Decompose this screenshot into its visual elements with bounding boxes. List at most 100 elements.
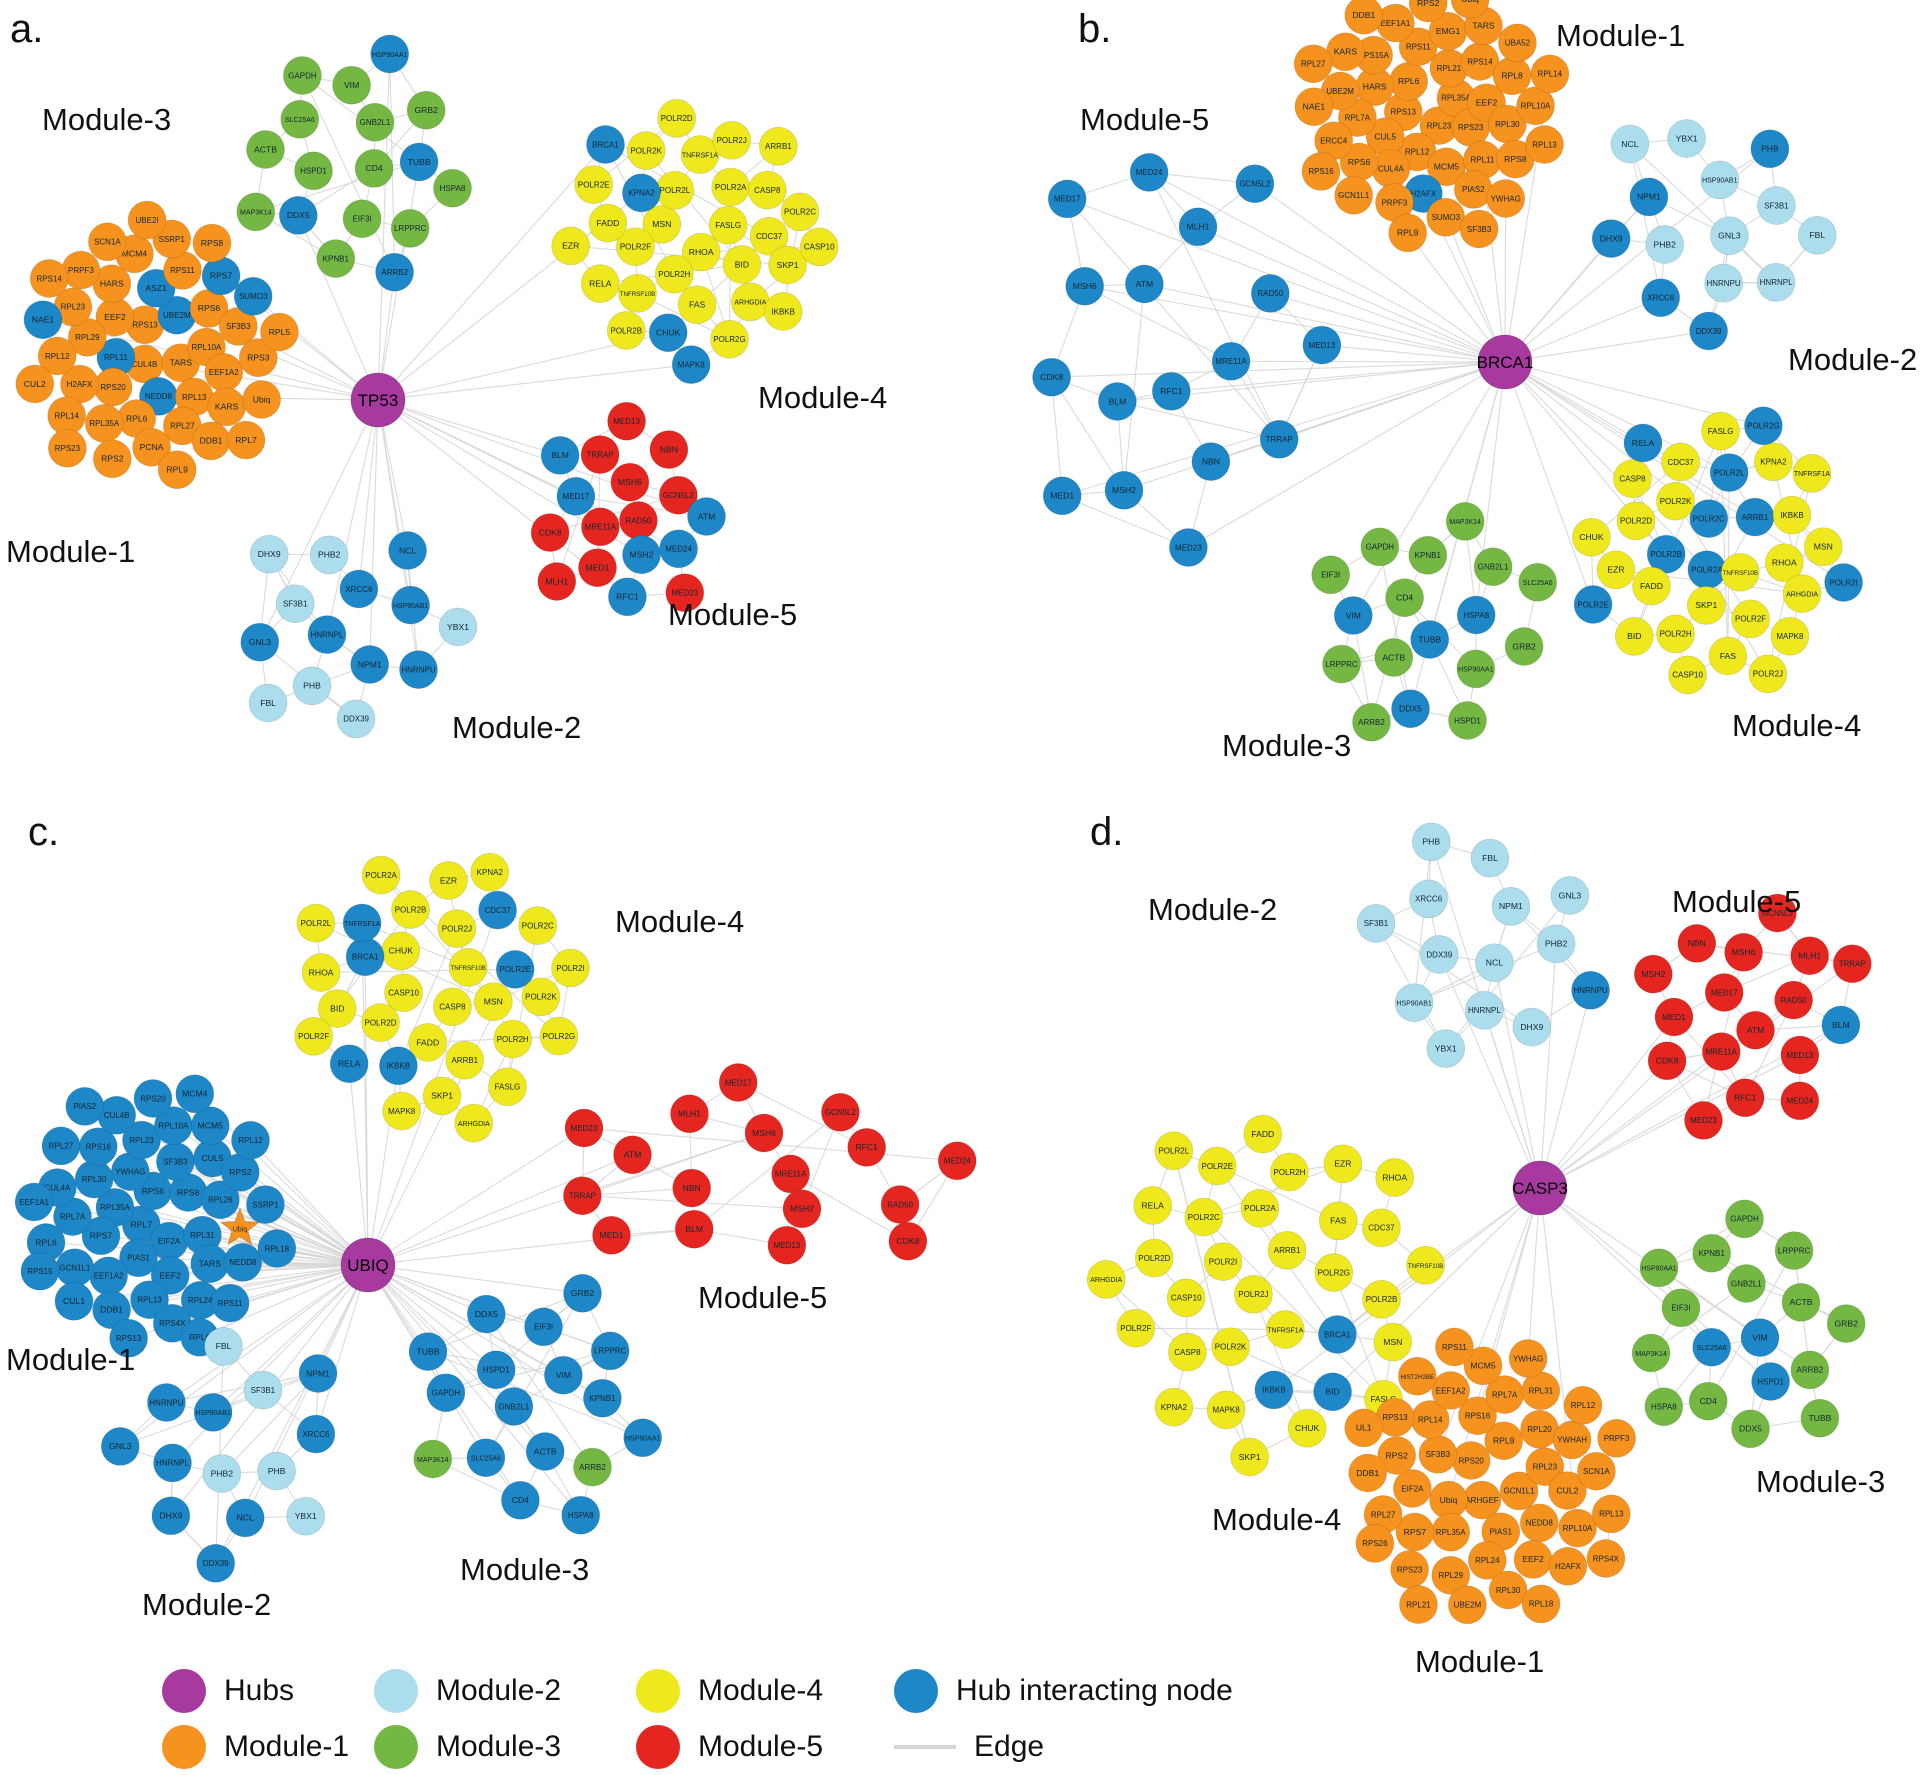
node-POLR2E bbox=[1197, 1146, 1237, 1186]
node-label: MED23 bbox=[571, 1124, 598, 1133]
node-BLM bbox=[674, 1209, 714, 1249]
node-label: MAPK8 bbox=[1213, 1406, 1241, 1415]
module-label-b-module-3: Module-3 bbox=[1222, 728, 1351, 763]
node-POLR2E bbox=[574, 165, 614, 204]
node-label: MED13 bbox=[1309, 341, 1336, 350]
edge bbox=[367, 1264, 582, 1516]
node-label: PHB bbox=[268, 1466, 286, 1476]
edge bbox=[1504, 330, 1709, 363]
edge bbox=[1629, 143, 1662, 298]
node-HSP90AB1 bbox=[391, 585, 430, 625]
module-label-d-module-4: Module-4 bbox=[1212, 1502, 1341, 1537]
node-BID bbox=[317, 989, 357, 1028]
node-label: POLR2E bbox=[1577, 600, 1609, 609]
node-POLR2H bbox=[1270, 1152, 1309, 1192]
node-label: RPL24 bbox=[1475, 1556, 1500, 1565]
node-label: RPS11 bbox=[1442, 1343, 1467, 1352]
node-YBX1 bbox=[438, 607, 478, 647]
node-POLR2C bbox=[780, 192, 820, 232]
node-label: GNB2L1 bbox=[360, 118, 391, 127]
node-RPL10A bbox=[1516, 86, 1555, 126]
node-label: TNFRSF10B bbox=[450, 965, 485, 972]
node-label: CUL1 bbox=[63, 1296, 85, 1306]
node-label: HSP90AB1 bbox=[195, 1410, 231, 1417]
node-label: MED1 bbox=[1662, 1012, 1686, 1022]
node-EEF1A1 bbox=[14, 1182, 54, 1222]
node-label: CUL2 bbox=[24, 379, 46, 389]
panel-b: RPL23RPS13RPL35ARPL12RPL6RPS23CUL5RPL21M… bbox=[1032, 0, 1917, 763]
node-KPNA2 bbox=[470, 852, 510, 892]
node-label: MED1 bbox=[600, 1230, 624, 1240]
node-label: PRPF3 bbox=[1382, 198, 1408, 207]
node-label: BLM bbox=[1832, 1020, 1850, 1030]
node-RPL13 bbox=[130, 1280, 169, 1320]
node-label: YBX1 bbox=[447, 622, 469, 632]
node-label: POLR2J bbox=[442, 924, 472, 933]
node-label: RHOA bbox=[689, 247, 714, 257]
node-TNFRSF10B bbox=[448, 947, 488, 987]
node-LRPPRC bbox=[390, 209, 430, 248]
node-label: RPS14 bbox=[37, 274, 63, 283]
node-ATM bbox=[1125, 264, 1164, 304]
node-POLR2K bbox=[521, 977, 561, 1017]
node-label: SCN1A bbox=[94, 238, 121, 247]
node-label: CUL5 bbox=[1374, 132, 1396, 142]
node-ACTB bbox=[1781, 1282, 1821, 1322]
node-HSPA8 bbox=[433, 168, 472, 208]
node-KPNB1 bbox=[1408, 535, 1448, 575]
node-label: HNRNPU bbox=[401, 665, 435, 674]
node-HSPA8 bbox=[1644, 1387, 1684, 1427]
node-POLR2I bbox=[1824, 563, 1863, 602]
node-label: POLR2F bbox=[298, 1032, 329, 1041]
edge bbox=[1629, 143, 1777, 283]
edge bbox=[255, 161, 420, 213]
node-label: DDB1 bbox=[1356, 1468, 1379, 1478]
edge bbox=[1148, 171, 1506, 363]
node-ACTB bbox=[1374, 638, 1414, 677]
edge bbox=[166, 1264, 369, 1403]
node-YBX1 bbox=[1426, 1029, 1466, 1068]
node-MED13 bbox=[1780, 1035, 1820, 1075]
node-label: MAP3K14 bbox=[240, 210, 272, 217]
legend-label-hubs: Hubs bbox=[224, 1674, 295, 1707]
panel-letter-b: b. bbox=[1078, 7, 1111, 51]
node-label: RPS23 bbox=[1458, 123, 1484, 132]
node-label: CDK8 bbox=[1656, 1056, 1679, 1066]
node-POLR2K bbox=[1211, 1327, 1250, 1367]
node-SF3B1 bbox=[275, 584, 315, 624]
node-ACTB bbox=[246, 130, 285, 169]
node-label: MSH2 bbox=[1112, 485, 1136, 495]
node-MED24 bbox=[1129, 153, 1169, 192]
edge bbox=[485, 1313, 593, 1468]
node-label: RPL31 bbox=[1529, 1387, 1554, 1396]
node-label: RPL7A bbox=[1492, 1390, 1518, 1399]
node-label: RPS7 bbox=[1404, 1527, 1427, 1537]
node-TRRAP bbox=[563, 1176, 602, 1216]
node-FAS bbox=[1708, 636, 1748, 676]
node-label: NCL bbox=[399, 545, 416, 555]
node-ARRB1 bbox=[759, 126, 798, 166]
node-MED23 bbox=[564, 1108, 604, 1148]
node-HSP90AA1 bbox=[623, 1418, 663, 1458]
node-POLR2J bbox=[1234, 1274, 1273, 1314]
node-TUBB bbox=[1410, 620, 1450, 659]
node-label: PHB2 bbox=[211, 1468, 234, 1478]
node-label: IKBKB bbox=[1262, 1386, 1286, 1395]
panel-a: CD4HSPD1GNB2L1EIF3ISLC25A6TUBBDDX5VIMLRP… bbox=[6, 7, 887, 745]
node-label: RPS16 bbox=[1465, 1412, 1491, 1421]
node-ATM bbox=[687, 497, 726, 536]
node-label: POLR2J bbox=[1753, 670, 1783, 679]
node-label: TNFRSF1A bbox=[344, 921, 381, 928]
legend-item-module-2: Module-2 bbox=[374, 1668, 636, 1714]
node-PHB2 bbox=[202, 1454, 242, 1493]
node-POLR2G bbox=[1744, 406, 1783, 446]
node-PHB bbox=[257, 1451, 296, 1491]
hub-label: TP53 bbox=[358, 391, 399, 410]
node-label: PIAS2 bbox=[73, 1102, 96, 1111]
node-label: EZR bbox=[562, 241, 579, 251]
node-label: EZR bbox=[1607, 565, 1624, 575]
node-label: TRRAP bbox=[587, 450, 614, 459]
node-label: BID bbox=[735, 259, 749, 269]
edge bbox=[369, 399, 379, 665]
node-DHX9 bbox=[1591, 219, 1631, 258]
